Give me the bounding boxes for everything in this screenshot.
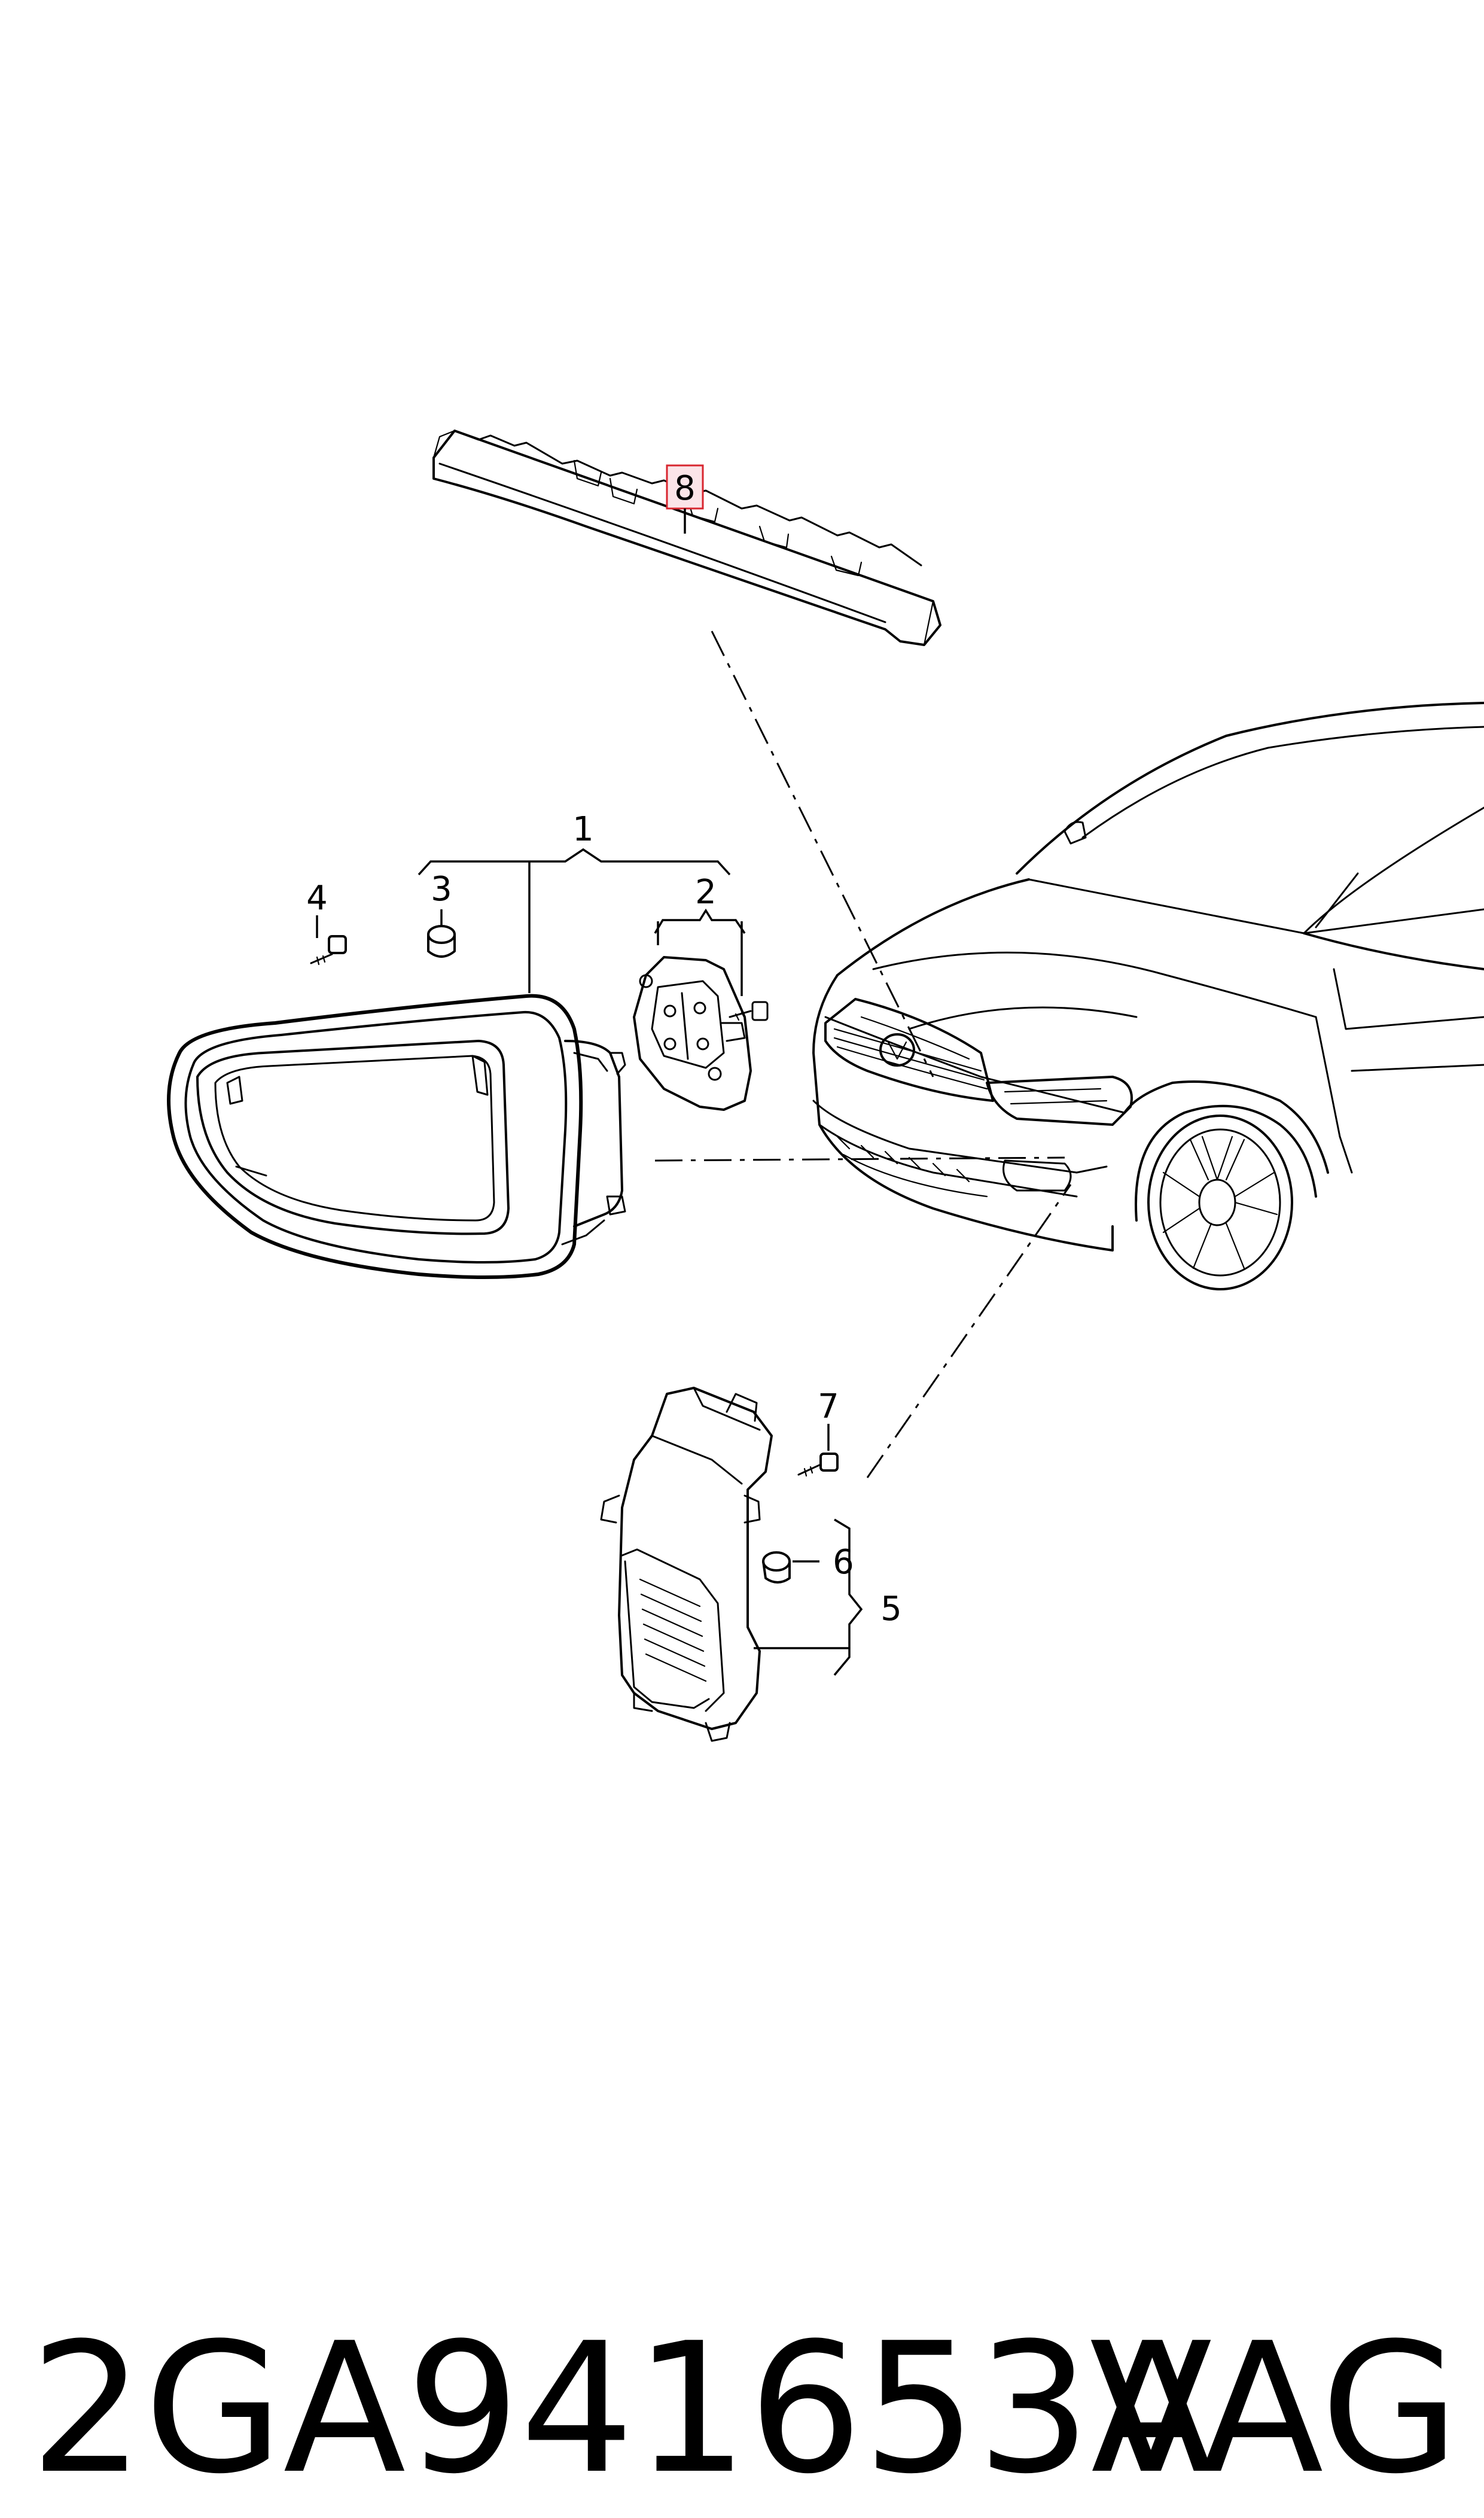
screw-part-2[interactable] [729, 1001, 769, 1021]
indicator-assembly-part-5[interactable] [600, 1387, 773, 1742]
callout-4: 4 [306, 879, 328, 918]
light-strip-part-8[interactable] [432, 430, 941, 646]
callout-8: 8 [674, 469, 696, 508]
part-number: 2GA941653A [30, 2304, 1214, 2513]
brand-label: VAG [1090, 2304, 1459, 2513]
callout-8-highlight[interactable]: 8 [666, 464, 704, 534]
callout-2: 2 [695, 873, 717, 912]
callout-leaders [316, 848, 863, 1676]
callout-3: 3 [431, 870, 452, 909]
mirror-housing-part-1[interactable] [167, 994, 626, 1279]
grommet-part-6[interactable] [762, 1551, 791, 1584]
callouts: 1 2 3 4 5 6 7 8 [306, 464, 902, 1628]
mirror-base-part-2[interactable] [633, 956, 752, 1111]
grommet-part-3[interactable] [427, 925, 456, 958]
leader-lines [654, 631, 1072, 1478]
callout-7: 7 [818, 1387, 839, 1426]
footer: 2GA941653A VAG [30, 2304, 1459, 2513]
screw-part-4[interactable] [310, 935, 347, 966]
callout-6: 6 [833, 1543, 854, 1582]
screw-part-7[interactable] [797, 1453, 839, 1477]
callout-5: 5 [880, 1590, 902, 1628]
callout-1: 1 [572, 810, 594, 849]
vehicle-illustration [812, 702, 1484, 1290]
